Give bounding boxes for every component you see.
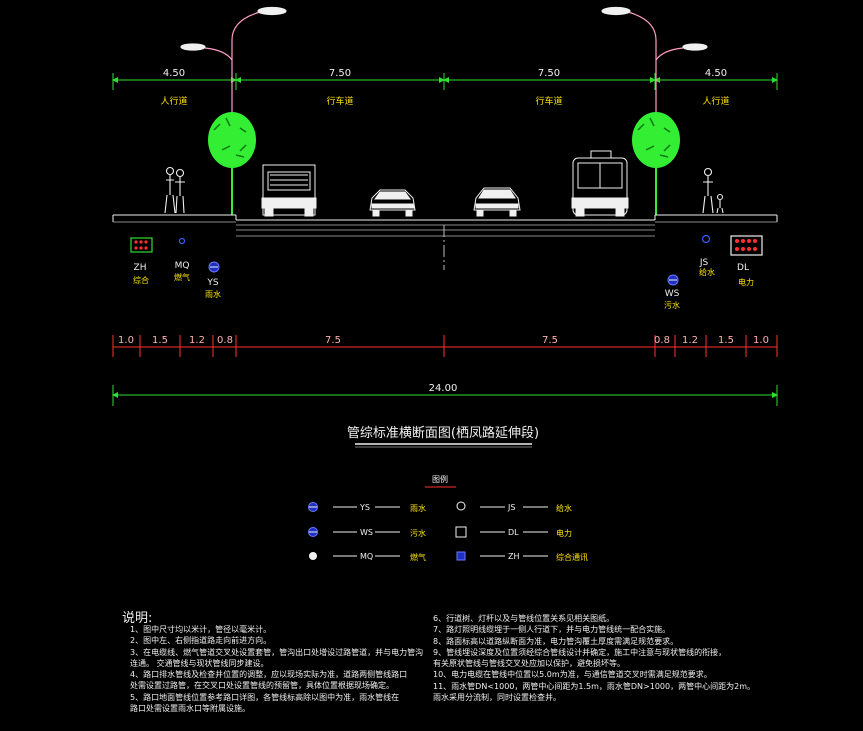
bottom-dim-3: 1.2	[189, 335, 205, 346]
road-surface	[112, 214, 778, 270]
legend-js-icon	[456, 501, 466, 511]
pipe-mq-code: MQ	[175, 261, 190, 271]
bottom-dim-6: 7.5	[542, 335, 558, 346]
label-sidewalk-left: 人行道	[160, 95, 187, 107]
tree-right	[632, 112, 680, 215]
pipe-ys-code: YS	[206, 278, 218, 288]
legend-title: 图例	[432, 474, 448, 484]
bottom-dim-8: 1.2	[682, 335, 698, 346]
note-line: 5、路口地面管线位置参考路口详图，各管线标高除以图中为准，雨水管线在	[130, 692, 400, 702]
truck-left	[261, 164, 317, 217]
bottom-dim-9: 1.5	[718, 335, 734, 346]
pipe-ws-name: 污水	[664, 300, 680, 310]
top-dim-2: 7.50	[329, 68, 351, 79]
legend-mq-icon	[309, 552, 317, 560]
pedestrians-left	[164, 166, 185, 214]
pipe-zh-name: 综合	[133, 275, 149, 285]
note-line: 路口处需设置雨水口等附属设施。	[130, 704, 250, 714]
street-lamp-left	[180, 6, 287, 215]
legend-dl-name: 电力	[556, 528, 572, 538]
legend-row-1: YS 雨水 JS 给水	[308, 501, 572, 513]
tree-left	[208, 112, 256, 215]
pipe-ys	[208, 261, 220, 273]
pipe-mq-name: 燃气	[174, 272, 190, 282]
bottom-dim-7: 0.8	[654, 335, 670, 346]
note-line: 处需设置过路管，在交叉口处设置管线的预留管，具体位置根据现场确定。	[130, 681, 394, 691]
pedestrians-right	[702, 167, 724, 214]
total-dimension-line	[112, 385, 778, 406]
pipe-ws	[667, 274, 679, 286]
note-line: 11、雨水管DN<1000，两管中心间距为1.5m，雨水管DN>1000，两管中…	[433, 681, 755, 691]
pipe-mq	[178, 237, 186, 245]
bottom-dim-5: 7.5	[325, 335, 341, 346]
bottom-dim-1: 1.0	[118, 335, 134, 346]
total-dim: 24.00	[429, 383, 458, 394]
top-dim-1: 4.50	[163, 68, 185, 79]
pipe-js-code: JS	[699, 258, 709, 268]
top-dim-3: 7.50	[538, 68, 560, 79]
note-line: 10、电力电缆在管线中位置以5.0m为准，与通信管道交叉时需满足规范要求。	[433, 670, 712, 680]
note-line: 9、管线埋设深度及位置须经综合管线设计并确定，施工中注意与现状管线的衔接，	[433, 647, 727, 657]
legend-mq-code: MQ	[360, 552, 373, 561]
legend-zh-icon	[456, 551, 466, 561]
bottom-dimension-line	[112, 335, 778, 357]
legend-zh-code: ZH	[508, 552, 520, 561]
street-lamp-right	[601, 6, 708, 215]
notes-right: 6、行道树、灯杆以及与管线位置关系见相关图纸。 7、路灯照明线缆埋于一侧人行道下…	[433, 613, 755, 703]
pipe-dl-code: DL	[737, 263, 749, 273]
legend-row-3: MQ 燃气 ZH 综合通讯	[309, 551, 588, 562]
drawing-title: 管综标准横断面图(栖凤路延伸段)	[347, 425, 539, 441]
legend-dl-icon	[455, 526, 467, 538]
legend-ws-code: WS	[360, 528, 373, 537]
note-line: 4、路口排水管线及检查井位置的调整，应以现场实际为准，道路两侧管线路口	[130, 670, 408, 680]
pipe-dl	[730, 235, 763, 256]
label-roadway-left: 行车道	[326, 95, 353, 107]
note-line: 6、行道树、灯杆以及与管线位置关系见相关图纸。	[433, 614, 615, 623]
pipe-js-name: 给水	[699, 267, 715, 277]
note-line: 连通。 交通管线与现状管线同步建设。	[130, 658, 269, 668]
notes-left: 1、图中尺寸均以米计，管径以毫米计。 2、图中左、右侧指道路走向前进方向。 3、…	[130, 624, 423, 714]
pipe-zh-code: ZH	[134, 263, 147, 273]
legend-ys-code: YS	[359, 503, 370, 512]
legend-ws-name: 污水	[410, 528, 426, 538]
bottom-dim-10: 1.0	[753, 335, 769, 346]
note-line: 3、在电缆线、燃气管道交叉处设置套管，管沟出口处增设过路管道，并与电力管沟	[130, 647, 424, 657]
top-dim-4: 4.50	[705, 68, 727, 79]
label-roadway-right: 行车道	[535, 95, 562, 107]
note-line: 有关原状管线与管线交叉处应加以保护，避免损坏等。	[433, 659, 625, 669]
note-line: 雨水采用分流制，同时设置检查井。	[433, 693, 561, 703]
legend-row-2: WS 污水 DL 电力	[308, 526, 572, 538]
car-left	[369, 189, 416, 217]
car-right	[473, 187, 521, 217]
note-line: 2、图中左、右侧指道路走向前进方向。	[130, 636, 272, 646]
legend-js-code: JS	[507, 503, 515, 512]
bottom-dim-4: 0.8	[217, 335, 233, 346]
pipe-zh	[130, 237, 153, 253]
pipe-js	[701, 234, 711, 244]
legend-mq-name: 燃气	[410, 552, 426, 562]
label-sidewalk-right: 人行道	[702, 95, 729, 107]
bottom-dim-2: 1.5	[152, 335, 168, 346]
pipe-ys-name: 雨水	[205, 289, 221, 299]
legend-dl-code: DL	[508, 528, 519, 537]
top-dimension-line	[112, 73, 778, 90]
note-line: 7、路灯照明线缆埋于一侧人行道下，并与电力管线统一配合实施。	[433, 625, 671, 635]
legend-js-name: 给水	[556, 503, 572, 513]
legend-zh-name: 综合通讯	[556, 552, 588, 562]
pipe-dl-name: 电力	[738, 277, 754, 287]
pipe-ws-code: WS	[665, 289, 680, 299]
notes-heading: 说明:	[122, 611, 153, 626]
note-line: 8、路面标高以道路纵断面为准，电力管沟覆土厚度需满足规范要求。	[433, 636, 679, 646]
legend-ys-name: 雨水	[410, 503, 426, 513]
bus-right	[571, 150, 629, 217]
note-line: 1、图中尺寸均以米计，管径以毫米计。	[130, 625, 272, 634]
